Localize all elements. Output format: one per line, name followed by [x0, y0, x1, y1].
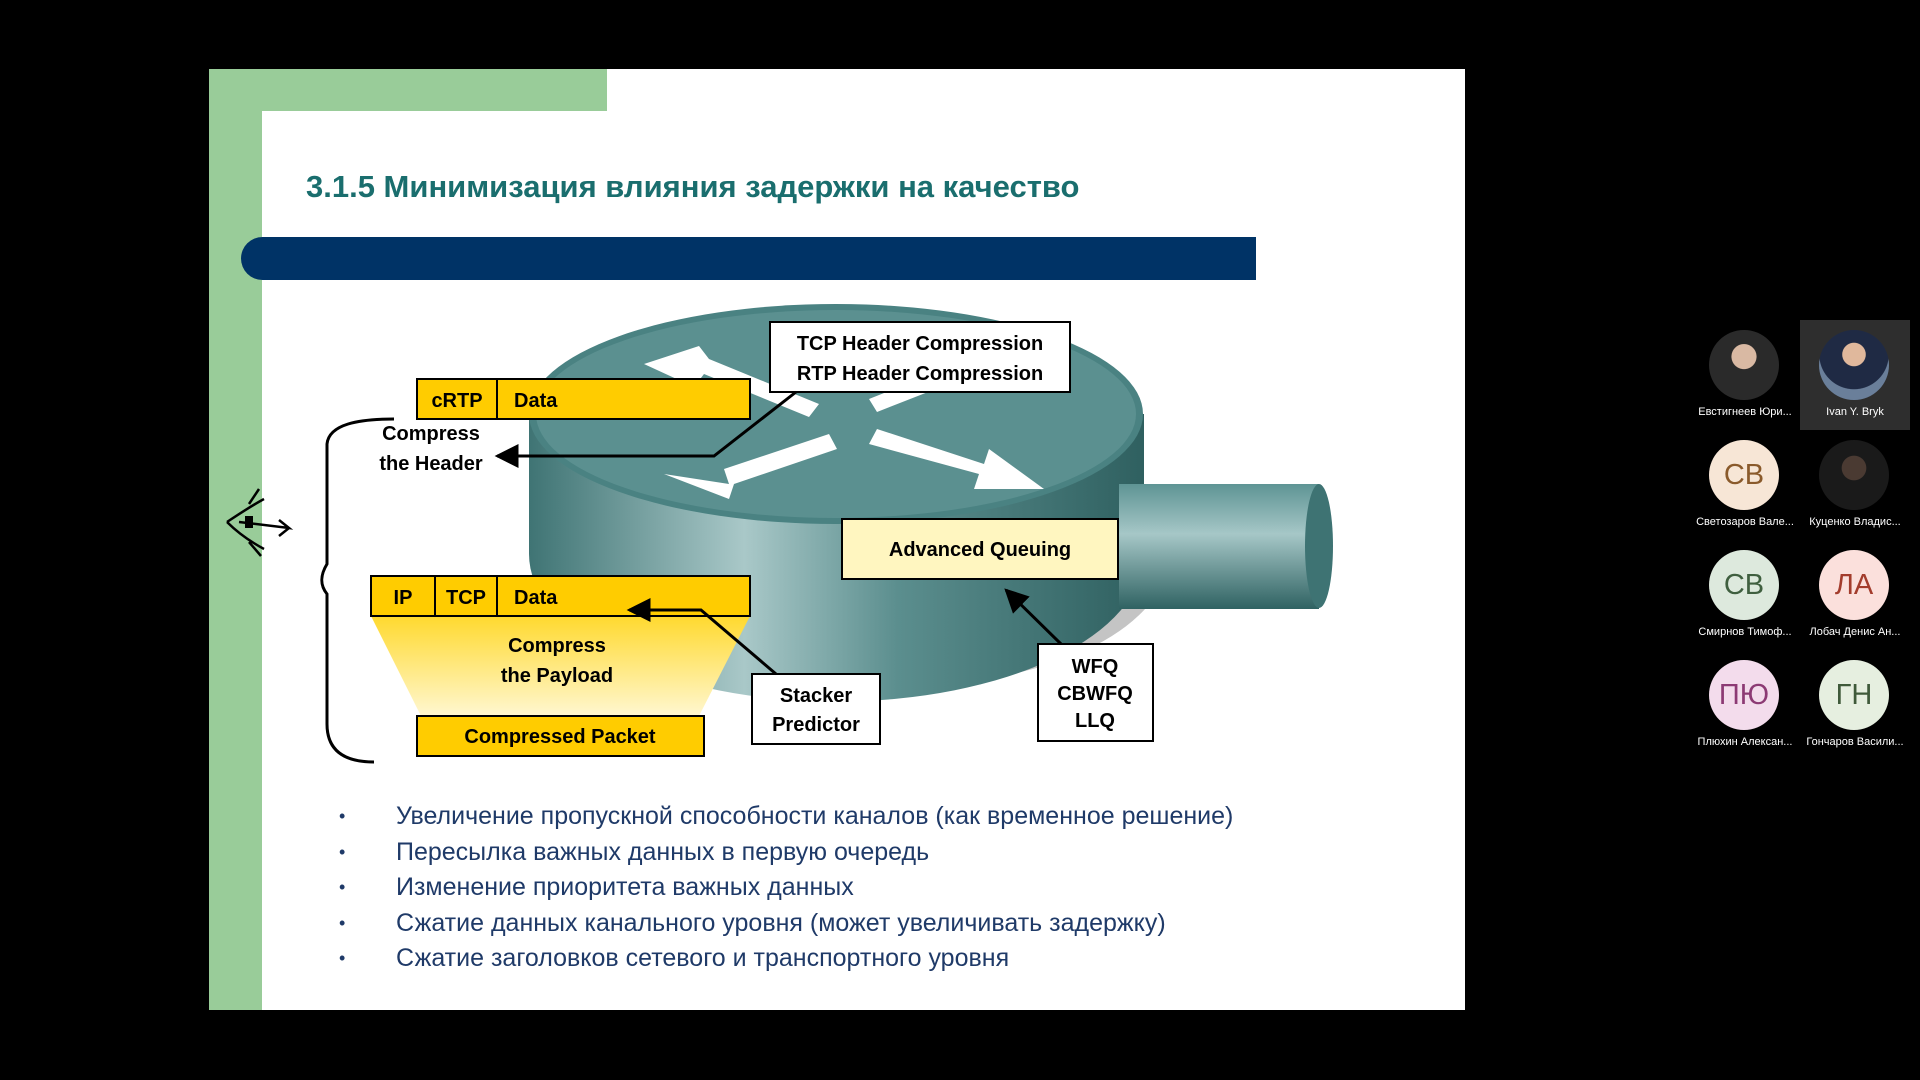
participant-avatar: СВ	[1709, 440, 1779, 510]
slide-green-stripe	[209, 69, 262, 1010]
participant-name: Смирнов Тимоф...	[1698, 626, 1792, 638]
participant-avatar	[1709, 330, 1779, 400]
crtp-packet	[416, 378, 751, 420]
advanced-queuing-box	[841, 518, 1119, 580]
participant-name: Куценко Владис...	[1809, 516, 1901, 528]
cbwfq-label: CBWFQ	[1057, 683, 1133, 705]
bullet-item: •Пересылка важных данных в первую очеред…	[339, 835, 1233, 871]
bullet-dot-icon: •	[339, 877, 346, 897]
bullet-item: •Увеличение пропускной способности канал…	[339, 799, 1233, 835]
presentation-slide: 3.1.5 Минимизация влияния задержки на ка…	[209, 69, 1465, 1010]
crtp-data-label: Data	[514, 390, 558, 412]
ip-data-label: Data	[514, 587, 558, 609]
compression-funnel	[371, 616, 750, 716]
outgoing-link-pipe	[1119, 484, 1319, 609]
crtp-label: cRTP	[431, 390, 482, 412]
compress-header-label-2: the Header	[379, 453, 483, 475]
compress-payload-label: Compress	[508, 635, 606, 657]
participant-name: Ivan Y. Bryk	[1826, 406, 1884, 418]
router-arrow-icon	[664, 434, 837, 499]
bullet-item: •Сжатие заголовков сетевого и транспортн…	[339, 941, 1233, 977]
bullet-dot-icon: •	[339, 912, 346, 933]
bullet-item: •Изменение приоритета важных данных	[339, 870, 1233, 906]
participant-avatar	[1819, 330, 1889, 400]
payload-compression-arrow	[626, 598, 777, 676]
compress-payload-label-2: the Payload	[501, 665, 613, 687]
participant-tile-active[interactable]: Ivan Y. Bryk	[1800, 320, 1910, 430]
compressed-packet-label: Compressed Packet	[464, 726, 656, 748]
participant-tile[interactable]: СВ Светозаров Вале...	[1690, 430, 1800, 540]
slide-title: 3.1.5 Минимизация влияния задержки на ка…	[306, 169, 1080, 204]
wfq-label: WFQ	[1072, 656, 1119, 678]
bullet-list: •Увеличение пропускной способности канал…	[339, 799, 1233, 977]
bullet-dot-icon: •	[339, 806, 346, 826]
pipe-end	[1305, 484, 1333, 608]
header-compression-arrow	[494, 390, 797, 468]
participant-tile[interactable]: СВ Смирнов Тимоф...	[1690, 540, 1800, 650]
participant-name: Светозаров Вале...	[1696, 516, 1794, 528]
stacker-predictor-box	[751, 673, 881, 745]
handwritten-mark	[245, 516, 253, 528]
compressed-packet-box	[416, 715, 705, 757]
handwritten-eye-icon	[226, 488, 294, 557]
tcp-header-compression-label: TCP Header Compression	[797, 333, 1043, 355]
participant-name: Евстигнеев Юри...	[1698, 406, 1792, 418]
compress-header-label: Compress	[382, 423, 480, 445]
participant-avatar: ПЮ	[1709, 660, 1779, 730]
stacker-label: Stacker	[780, 685, 852, 707]
rtp-header-compression-label: RTP Header Compression	[797, 363, 1043, 385]
title-underline-bar	[241, 237, 1256, 280]
participants-panel: Евстигнеев Юри... Ivan Y. Bryk СВ Светоз…	[1690, 320, 1910, 760]
participant-avatar: ГН	[1819, 660, 1889, 730]
queuing-methods-box	[1037, 643, 1154, 742]
header-compression-box	[769, 321, 1071, 393]
participant-avatar: ЛА	[1819, 550, 1889, 620]
bullet-dot-icon: •	[339, 841, 346, 862]
advanced-queuing-label: Advanced Queuing	[889, 539, 1071, 561]
slide-green-header-block	[209, 69, 607, 111]
participant-name: Гончаров Васили...	[1806, 736, 1904, 748]
participant-tile[interactable]: ПЮ Плюхин Алексан...	[1690, 650, 1800, 760]
queuing-arrow	[1004, 588, 1063, 646]
participant-tile[interactable]: Евстигнеев Юри...	[1690, 320, 1800, 430]
participant-avatar	[1819, 440, 1889, 510]
participant-name: Лобач Денис Ан...	[1809, 626, 1901, 638]
ip-label: IP	[394, 587, 413, 609]
participant-tile[interactable]: ЛА Лобач Денис Ан...	[1800, 540, 1910, 650]
tcp-label: TCP	[446, 587, 486, 609]
router-arrow-icon	[869, 429, 1044, 489]
bullet-dot-icon: •	[339, 948, 346, 968]
bullet-item: •Сжатие данных канального уровня (может …	[339, 906, 1233, 942]
predictor-label: Predictor	[772, 714, 860, 736]
participant-tile[interactable]: ГН Гончаров Васили...	[1800, 650, 1910, 760]
participant-avatar: СВ	[1709, 550, 1779, 620]
participant-name: Плюхин Алексан...	[1697, 736, 1793, 748]
compression-diagram: cRTP Data Compress the Header IP TCP Dat…	[226, 304, 1333, 764]
participant-tile[interactable]: Куценко Владис...	[1800, 430, 1910, 540]
llq-label: LLQ	[1075, 710, 1115, 732]
handwritten-bracket	[320, 417, 395, 764]
